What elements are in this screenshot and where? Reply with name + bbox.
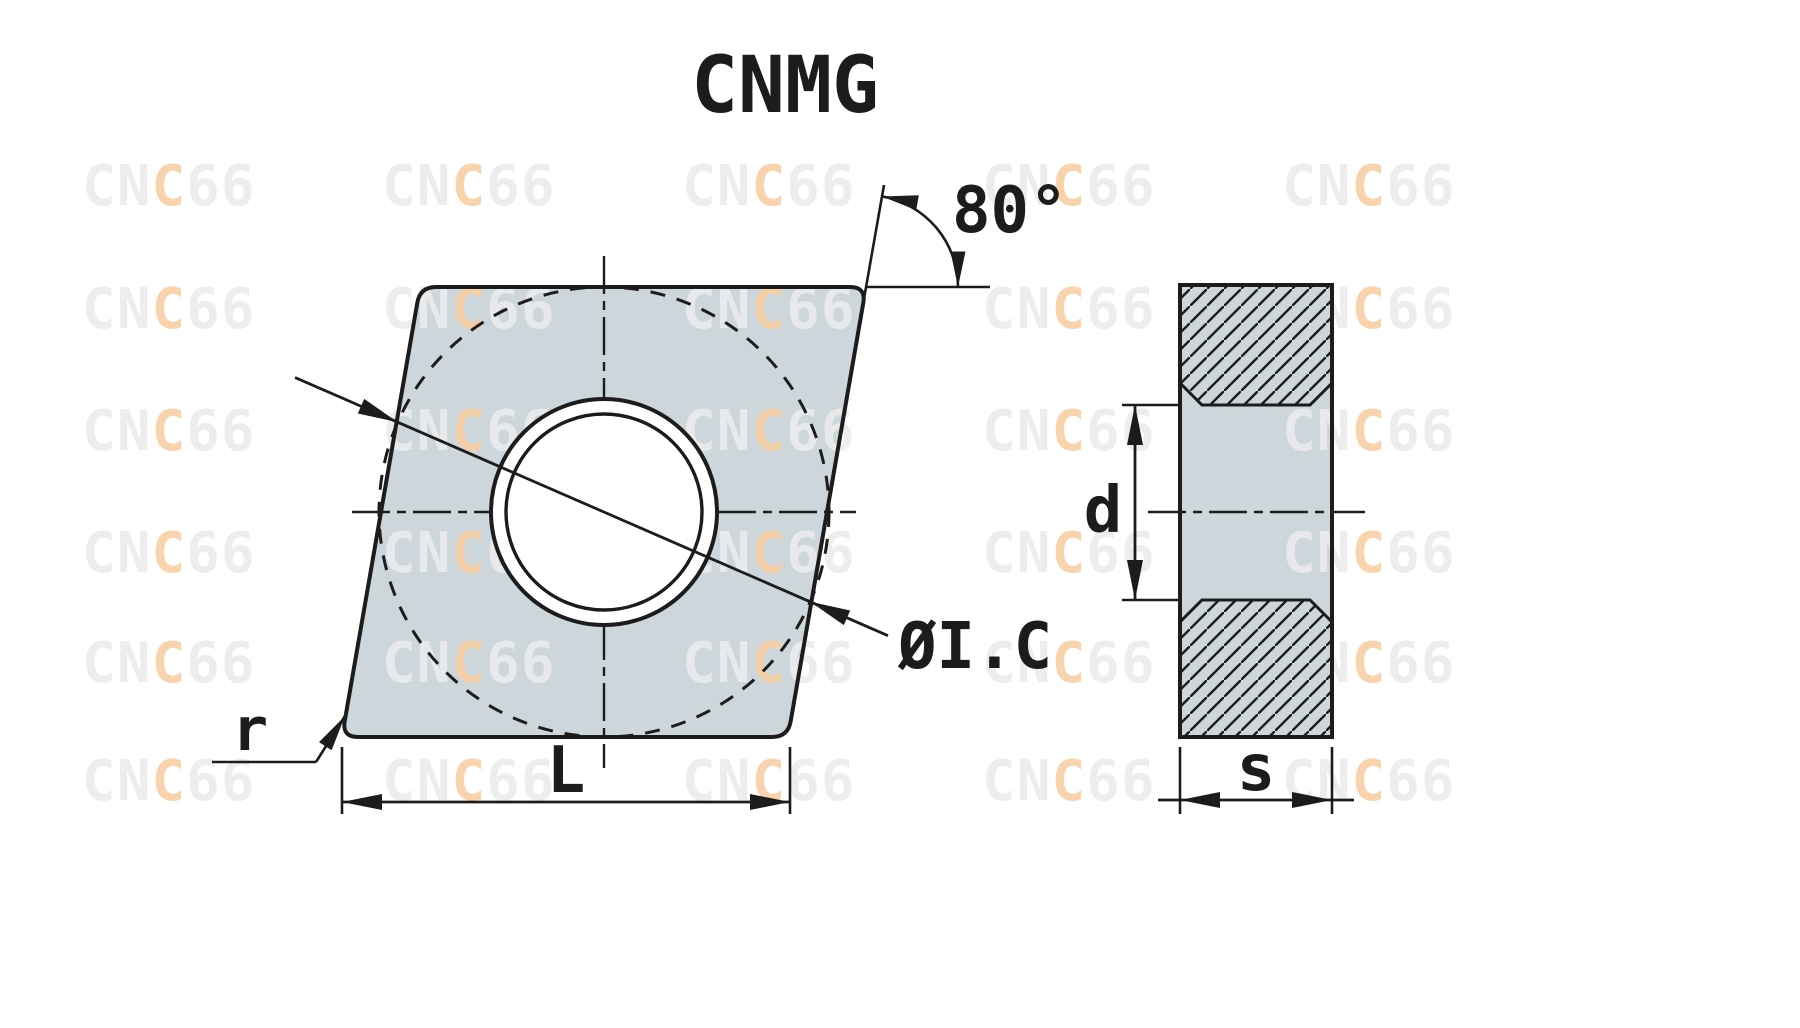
watermark-text: CNC66: [1282, 521, 1456, 586]
watermark-text: CNC66: [682, 399, 856, 464]
d-arrow-top: [1127, 405, 1143, 445]
watermark-text: CNC66: [382, 154, 556, 219]
watermark-text: CNC66: [682, 154, 856, 219]
watermark-text: CNC66: [982, 277, 1156, 342]
insert-outline: [342, 285, 866, 739]
watermark-text: CNC66: [382, 749, 556, 814]
ic-arrow-right: [810, 601, 851, 626]
watermark-text: CNC66: [982, 154, 1156, 219]
watermark-text: CNC66: [82, 749, 256, 814]
angle-edge-extension: [860, 184, 886, 311]
watermark-text: CNC66: [982, 631, 1156, 696]
hatch-bottom-section: [1178, 598, 1334, 739]
watermark-text: CNC66: [1282, 749, 1456, 814]
s-arrow-right: [1292, 792, 1332, 808]
length-label: L: [547, 734, 586, 808]
radius-label: r: [232, 695, 268, 765]
ic-arrow-left: [357, 398, 398, 423]
side-view: d s: [1084, 283, 1365, 814]
angle-arc: [881, 195, 960, 288]
thickness-label: s: [1237, 732, 1276, 806]
watermark-text: CNC66: [1282, 399, 1456, 464]
angle-arrow-bottom: [950, 251, 966, 287]
l-arrow-left: [342, 794, 382, 810]
angle-arrow-top: [882, 195, 919, 211]
watermark-text: CNC66: [382, 631, 556, 696]
l-arrow-right: [750, 794, 790, 810]
radius-arrow: [319, 716, 345, 751]
page-title: CNMG: [691, 41, 879, 131]
watermark-text: CNC66: [82, 631, 256, 696]
watermark-text: CNC66: [82, 521, 256, 586]
watermark-text: CNC66: [982, 749, 1156, 814]
watermark-text: CNC66: [982, 521, 1156, 586]
ic-label: ØI.C: [897, 610, 1052, 684]
watermark-text: CNC66: [982, 399, 1156, 464]
hole-diameter-label: d: [1084, 474, 1123, 548]
watermark-text: CNC66: [1282, 154, 1456, 219]
angle-label: 80°: [952, 174, 1068, 248]
hatch-top-section: [1178, 283, 1334, 407]
watermark-text: CNC66: [82, 277, 256, 342]
watermark-text: CNC66: [82, 399, 256, 464]
s-arrow-left: [1180, 792, 1220, 808]
d-arrow-bottom: [1127, 560, 1143, 600]
watermark-text: CNC66: [82, 154, 256, 219]
front-view: ØI.C 80° r L: [212, 174, 1068, 814]
